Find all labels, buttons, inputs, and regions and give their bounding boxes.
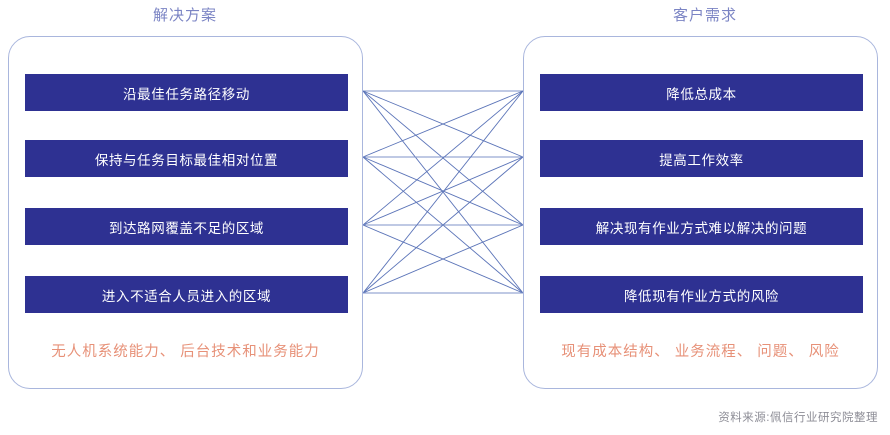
solution-item-3-label: 到达路网覆盖不足的区域 — [108, 220, 265, 236]
connector-line — [362, 156, 524, 226]
need-item-1-label: 降低总成本 — [666, 86, 737, 102]
need-item-4-label: 降低现有作业方式的风险 — [623, 288, 780, 304]
solution-item-2-label: 保持与任务目标最佳相对位置 — [94, 152, 279, 168]
connector-line — [362, 224, 524, 294]
connector-line — [362, 90, 524, 158]
connector-line — [362, 90, 524, 294]
connector-line — [362, 90, 524, 226]
right-column-heading: 客户需求 — [672, 7, 737, 24]
solutions-panel: 沿最佳任务路径移动 保持与任务目标最佳相对位置 到达路网覆盖不足的区域 进入不适… — [8, 36, 363, 389]
source-note: 资料来源:佩信行业研究院整理 — [718, 412, 878, 424]
connector-line — [362, 90, 524, 158]
solution-item-3[interactable]: 到达路网覆盖不足的区域 — [25, 208, 348, 245]
need-item-2[interactable]: 提高工作效率 — [540, 140, 863, 177]
solution-item-1-label: 沿最佳任务路径移动 — [123, 86, 250, 102]
connector-line — [362, 156, 524, 294]
need-item-4[interactable]: 降低现有作业方式的风险 — [540, 276, 863, 313]
solution-item-4-label: 进入不适合人员进入的区域 — [101, 288, 272, 304]
customer-needs-panel: 降低总成本 提高工作效率 解决现有作业方式难以解决的问题 降低现有作业方式的风险… — [523, 36, 878, 389]
solution-item-1[interactable]: 沿最佳任务路径移动 — [25, 74, 348, 111]
connector-line — [362, 90, 524, 226]
need-item-1[interactable]: 降低总成本 — [540, 74, 863, 111]
connector-line — [362, 224, 524, 294]
solution-item-4[interactable]: 进入不适合人员进入的区域 — [25, 276, 348, 313]
connector-line — [362, 156, 524, 226]
left-column-heading: 解决方案 — [152, 7, 217, 24]
connector-line — [362, 90, 524, 294]
need-item-3-label: 解决现有作业方式难以解决的问题 — [595, 220, 808, 236]
connector-line — [362, 156, 524, 294]
need-item-2-label: 提高工作效率 — [659, 152, 744, 168]
solutions-caption: 无人机系统能力、 后台技术和业务能力 — [51, 344, 320, 360]
need-item-3[interactable]: 解决现有作业方式难以解决的问题 — [540, 208, 863, 245]
customer-needs-caption: 现有成本结构、 业务流程、 问题、 风险 — [561, 344, 840, 360]
solution-item-2[interactable]: 保持与任务目标最佳相对位置 — [25, 140, 348, 177]
